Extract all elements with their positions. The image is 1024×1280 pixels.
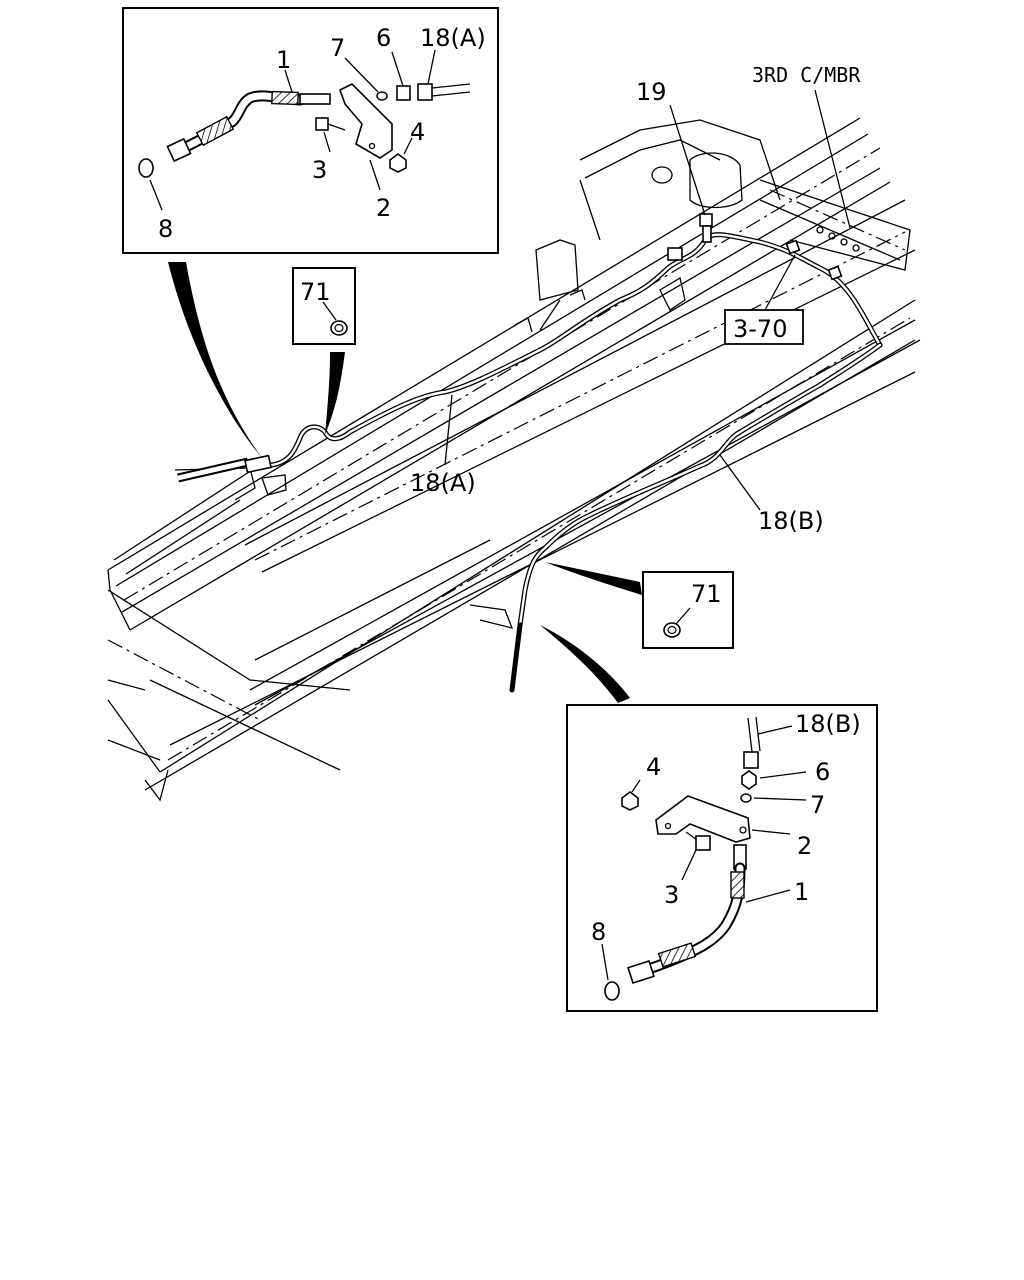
inset-detail-a[interactable]: 1 7 6 18(A) 4 3 2 8 bbox=[122, 7, 499, 254]
inset-a-label-3: 3 bbox=[312, 156, 327, 184]
inset-b-label-4: 4 bbox=[646, 753, 661, 781]
inset-b-label-2: 2 bbox=[797, 832, 812, 860]
inset-a-label-18a: 18(A) bbox=[420, 24, 486, 52]
label-18a: 18(A) bbox=[410, 469, 476, 497]
pipe-18b-routing bbox=[509, 342, 883, 693]
callout-pointers bbox=[168, 262, 642, 703]
inset-a-label-4: 4 bbox=[410, 118, 425, 146]
inset-b-label-1: 1 bbox=[794, 878, 809, 906]
inset-b-label-18b: 18(B) bbox=[795, 710, 861, 738]
label-71-middle: 71 bbox=[691, 580, 722, 608]
pipe-18a-routing bbox=[247, 232, 883, 471]
ref-3-70-text: 3-70 bbox=[733, 315, 787, 343]
clip-19 bbox=[667, 213, 843, 281]
hose-front bbox=[176, 454, 272, 483]
label-71-upper: 71 bbox=[300, 278, 331, 306]
inset-b-label-7: 7 bbox=[810, 791, 825, 819]
inset-b-label-3: 3 bbox=[664, 881, 679, 909]
inset-a-label-8: 8 bbox=[158, 215, 173, 243]
inset-a-label-1: 1 bbox=[276, 46, 291, 74]
inset-b-label-8: 8 bbox=[591, 918, 606, 946]
leader-lines bbox=[444, 89, 851, 511]
label-3rd-cmbr: 3RD C/MBR bbox=[752, 63, 861, 87]
label-19: 19 bbox=[636, 78, 667, 106]
inset-detail-b[interactable]: 18(B) 6 7 2 1 4 3 8 bbox=[566, 704, 878, 1012]
washer-71-box-upper[interactable]: 71 bbox=[292, 267, 356, 345]
inset-a-label-6: 6 bbox=[376, 24, 391, 52]
inset-b-label-6: 6 bbox=[815, 758, 830, 786]
inset-a-label-7: 7 bbox=[330, 34, 345, 62]
washer-71-box-middle[interactable]: 71 bbox=[642, 571, 734, 649]
ref-box-3-70[interactable]: 3-70 bbox=[724, 309, 804, 345]
inset-a-label-2: 2 bbox=[376, 194, 391, 222]
label-18b: 18(B) bbox=[758, 507, 824, 535]
